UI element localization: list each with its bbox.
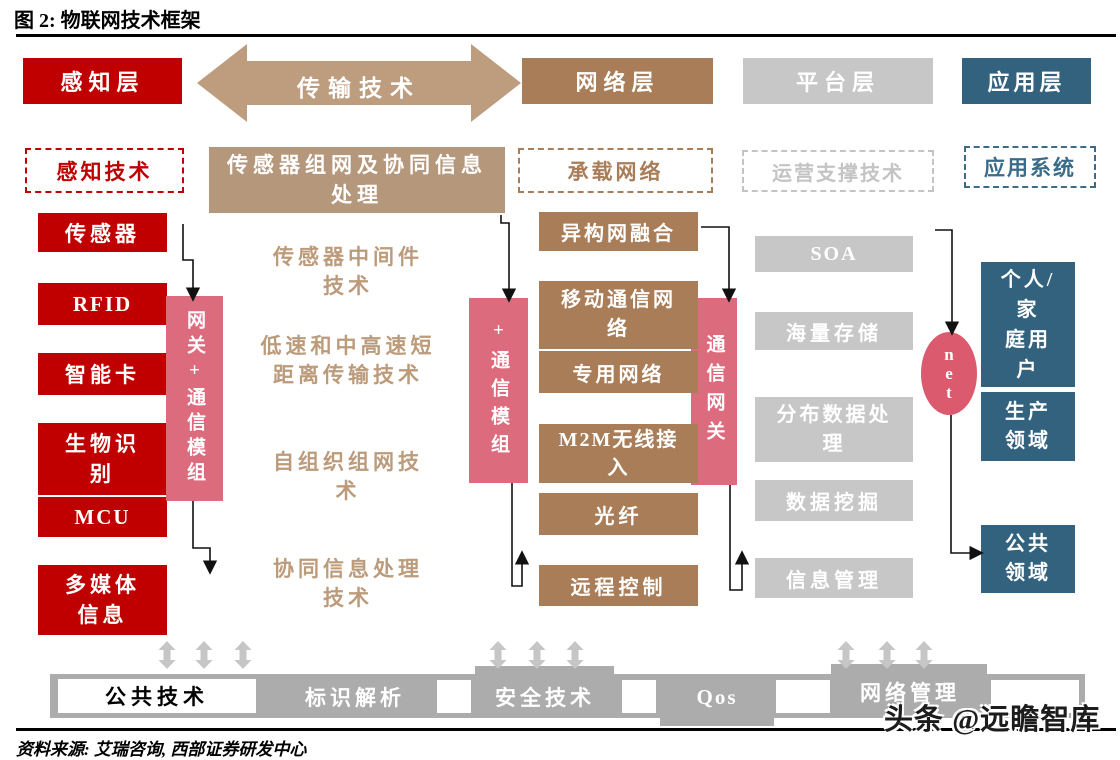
bottom-divider — [16, 728, 1116, 731]
network-item-fiber: 光纤 — [539, 493, 698, 535]
common-bar-item-security: 安全技术 — [495, 686, 595, 710]
common-bar-title: 公共技术 — [58, 679, 256, 713]
perception-item-biometric: 生物识 别 — [38, 423, 167, 495]
platform-item-storage: 海量存储 — [755, 312, 913, 350]
gateway-module-1: 网关+通信模组 — [166, 296, 223, 501]
network-item-remote-control: 远程控制 — [539, 565, 698, 606]
layer-perception: 感知层 — [23, 58, 182, 104]
arrow-gateway3-up-hook — [729, 485, 750, 591]
common-bar-item-qos: Qos — [696, 684, 738, 709]
updown-arrow-icon — [528, 641, 546, 669]
platform-item-datamining: 数据挖掘 — [755, 480, 913, 521]
network-item-mobile: 移动通信网 络 — [539, 281, 698, 349]
transmission-arrow-label: 传输技术 — [297, 76, 421, 101]
arrow-gateway1-down-hook — [192, 501, 218, 575]
source-note: 资料来源: 艾瑞咨询, 西部证券研发中心 — [16, 740, 307, 759]
common-bar-item-identifier: 标识解析 — [305, 686, 405, 710]
tech-sensor-network: 传感器组网及协同信息 处理 — [209, 147, 505, 213]
updown-arrow-icon — [234, 641, 252, 669]
common-bar-item-netmgmt: 网络管理 — [860, 681, 960, 705]
figure-title: 图 2: 物联网技术框架 — [14, 10, 201, 32]
common-bar-gap-3 — [776, 680, 830, 713]
updown-arrow-icon — [158, 641, 176, 669]
arrow-heterogeneous-to-gateway3 — [701, 226, 737, 303]
watermark: 头条 @远瞻智库 — [884, 704, 1101, 736]
arrow-tanbox-to-gateway2 — [500, 215, 517, 303]
perception-item-multimedia: 多媒体 信息 — [38, 565, 167, 635]
updown-arrow-icon — [489, 641, 507, 669]
common-bar-gap-2 — [622, 680, 656, 713]
perception-item-smartcard: 智能卡 — [38, 353, 167, 395]
tech-perception: 感知技术 — [25, 148, 184, 193]
arrow-sensor-to-gateway1 — [182, 224, 201, 302]
net-ellipse: n e t — [921, 332, 977, 415]
platform-item-distributed: 分布数据处 理 — [755, 397, 913, 462]
arrow-net-to-public — [950, 415, 984, 561]
gateway-module-2: +通信模组 — [469, 298, 528, 483]
application-item-public: 公共 领域 — [981, 525, 1075, 593]
top-divider — [16, 34, 1116, 37]
tech-bearer-network: 承载网络 — [518, 148, 713, 193]
network-item-heterogeneous: 异构网融合 — [539, 212, 698, 251]
common-bar-qos-block — [660, 674, 774, 726]
platform-item-soa: SOA — [755, 236, 913, 272]
layer-network: 网络层 — [522, 58, 713, 104]
layer-application: 应用层 — [962, 58, 1091, 104]
application-item-production: 生产 领域 — [981, 392, 1075, 461]
perception-item-rfid: RFID — [38, 283, 167, 325]
tech-operation-support: 运营支撑技术 — [742, 150, 934, 192]
common-bar-gap-1 — [437, 680, 471, 713]
application-item-personal: 个人/ 家 庭用 户 — [981, 262, 1075, 387]
transmission-item-shortrange: 低速和中高速短 距离传输技术 — [260, 334, 436, 387]
common-bar-security-block — [475, 666, 614, 718]
transmission-item-adhoc: 自组织组网技 术 — [273, 450, 423, 503]
gateway-module-3: 通信网关 — [691, 298, 737, 485]
perception-item-sensor: 传感器 — [38, 213, 167, 252]
tech-application-system: 应用系统 — [964, 146, 1096, 188]
transmission-item-middleware: 传感器中间件 技术 — [273, 245, 423, 298]
network-item-private: 专用网络 — [539, 351, 698, 393]
transmission-item-collaborative: 协同信息处理 技术 — [273, 557, 423, 610]
network-item-m2m: M2M无线接 入 — [539, 424, 698, 483]
perception-item-mcu: MCU — [38, 497, 167, 537]
updown-arrow-icon — [566, 641, 584, 669]
arrow-gateway2-up-hook — [511, 483, 530, 587]
common-bar-netmgmt-block — [831, 664, 987, 714]
platform-item-infomgmt: 信息管理 — [755, 558, 913, 598]
arrow-platform-to-net — [935, 229, 960, 336]
common-bar-empty-cell — [991, 680, 1079, 713]
layer-platform: 平台层 — [743, 58, 933, 104]
updown-arrow-icon — [195, 641, 213, 669]
